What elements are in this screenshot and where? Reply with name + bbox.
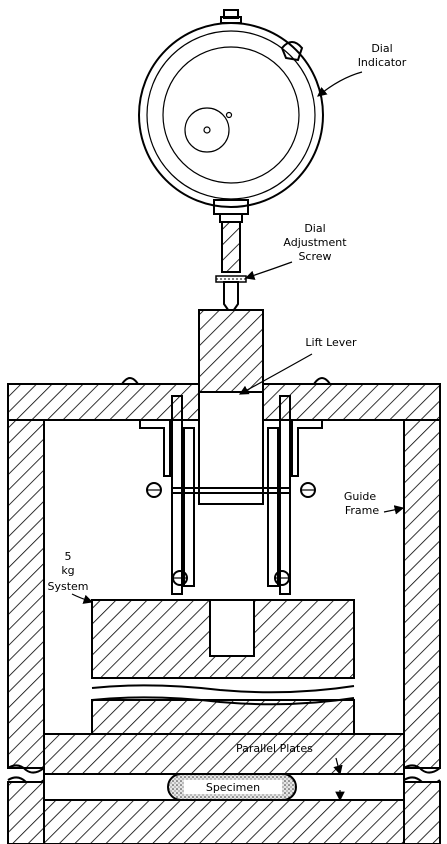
lift-lever-leader (238, 353, 313, 395)
guide-frame-label-1: Guide (344, 490, 377, 503)
dial-adjustment-label-1: Dial (304, 222, 325, 235)
dial-indicator-leader (317, 71, 363, 97)
lift-lever (193, 309, 269, 505)
dial-adjustment-leader (244, 261, 293, 280)
dial-indicator-label-1: Dial (371, 42, 392, 55)
dial-indicator (138, 9, 324, 223)
dial-indicator-label-2: Indicator (358, 56, 407, 69)
guide-frame (7, 377, 441, 844)
dial-adjustment-label-3: Screw (298, 250, 331, 263)
system-label-2: kg (61, 564, 74, 577)
dial-adjustment-label-2: Adjustment (283, 236, 347, 249)
parallel-plates-label: Parallel Plates (236, 742, 313, 755)
guide-frame-leader (383, 505, 405, 515)
lever-brackets (139, 395, 323, 595)
dial-adjustment-screw (215, 221, 247, 316)
guide-frame-label-2: Frame (345, 504, 380, 517)
lift-lever-label: Lift Lever (305, 336, 357, 349)
system-label-3: System (47, 580, 88, 593)
weight-block (91, 599, 355, 735)
system-leader (71, 593, 94, 604)
parallel-plates-leader-top (333, 757, 343, 776)
system-label-1: 5 (65, 550, 72, 563)
specimen-label: Specimen (206, 781, 260, 794)
specimen: Specimen (167, 773, 297, 801)
